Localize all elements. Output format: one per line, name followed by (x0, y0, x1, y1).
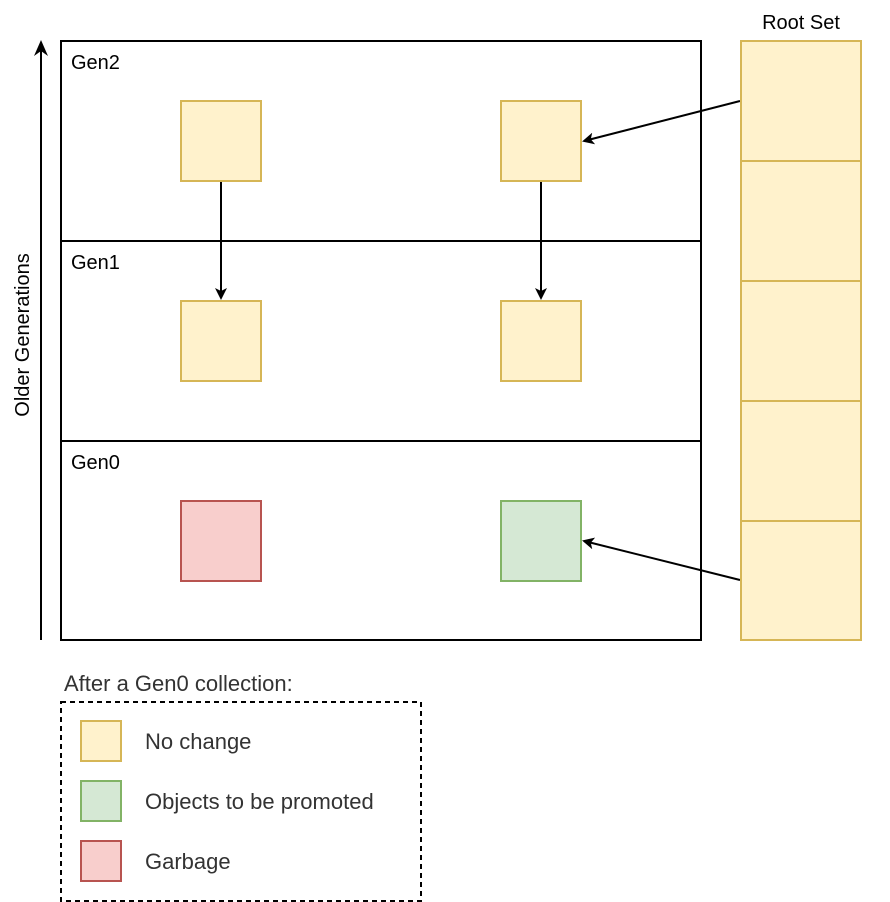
legend-swatch-garbage (80, 840, 122, 882)
gen0-label: Gen0 (71, 452, 120, 474)
heap-frame: Gen2 Gen1 Gen0 (60, 40, 702, 641)
root-set-slot (740, 160, 862, 282)
legend: After a Gen0 collection: No change Objec… (60, 671, 422, 902)
legend-label-garbage: Garbage (145, 849, 231, 874)
gen2-object-right (500, 100, 582, 182)
legend-swatch-promoted (80, 780, 122, 822)
gen1-object-right (500, 300, 582, 382)
gen0-object-promoted (500, 500, 582, 582)
root-set-slot (740, 400, 862, 522)
root-set: Root Set (740, 12, 862, 641)
older-generations-axis: Older Generations (12, 40, 48, 640)
root-set-label: Root Set (762, 12, 840, 34)
root-set-slot (740, 40, 862, 162)
legend-label-promoted: Objects to be promoted (145, 789, 374, 814)
gen1-label: Gen1 (71, 252, 120, 274)
gen0-object-garbage (180, 500, 262, 582)
legend-label-no-change: No change (145, 729, 251, 754)
root-set-slot (740, 520, 862, 641)
heap-border (60, 40, 702, 641)
gen2-label: Gen2 (71, 52, 120, 74)
axis-arrow-icon (34, 40, 48, 56)
heap-objects (180, 100, 582, 582)
gen2-object-left (180, 100, 262, 182)
ref-arrow-root-to-gen0 (582, 537, 741, 581)
axis-label: Older Generations (12, 253, 34, 416)
legend-box (60, 701, 422, 902)
root-set-slot (740, 280, 862, 402)
gen1-object-left (180, 300, 262, 382)
legend-title: After a Gen0 collection: (64, 671, 293, 696)
ref-arrow-root-to-gen2 (582, 100, 741, 145)
reference-arrows (215, 100, 741, 581)
legend-swatch-no-change (80, 720, 122, 762)
